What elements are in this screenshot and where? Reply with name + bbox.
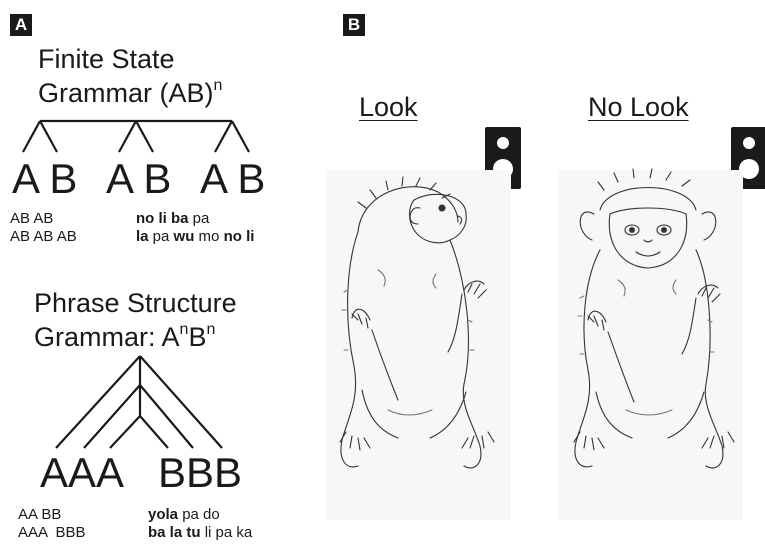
psg-pattern: AA BB (18, 506, 62, 523)
panel-b-label: B (343, 14, 365, 36)
syllable: no (136, 210, 155, 227)
fsg-title-line1: Finite State (38, 44, 175, 74)
fsg-example: la pa wu mo no li (136, 228, 254, 246)
psg-example: ba la tu li pa ka (148, 524, 252, 542)
syllable: yo (148, 506, 166, 523)
fsg-pattern: AB AB (10, 210, 54, 227)
fsg-title-base: Grammar (AB) (38, 78, 214, 108)
syllable: li pa ka (200, 524, 253, 541)
fsg-branch (118, 120, 137, 153)
condition-nolook-label: No Look (588, 92, 689, 122)
fsg-symbol: A B (106, 155, 172, 202)
psg-title-base: Grammar: A (34, 322, 180, 352)
syllable: mo (194, 228, 224, 245)
syllable: wu (173, 228, 195, 245)
psg-title-line1: Phrase Structure (34, 288, 237, 318)
psg-example: yola pa do (148, 506, 220, 524)
syllable: la (165, 524, 187, 541)
marmoset-nolook-illustration (558, 168, 743, 520)
syllable: li (241, 228, 255, 245)
psg-branch (55, 355, 141, 449)
panel-a-label: A (10, 14, 32, 36)
syllable: li (154, 210, 171, 227)
psg-branch (109, 415, 141, 449)
fsg-symbol: A B (200, 155, 266, 202)
psg-branch (83, 384, 141, 449)
fsg-pattern: AB AB AB (10, 228, 77, 245)
fsg-branch (39, 120, 58, 153)
psg-symbols-right: BBB (158, 449, 243, 496)
psg-title-sup1: n (179, 321, 189, 338)
psg-symbols-left: AAA (40, 449, 125, 496)
syllable: ba (171, 210, 189, 227)
fsg-branch (231, 120, 250, 153)
psg-branch (139, 355, 223, 449)
psg-title-sup2: n (206, 321, 216, 338)
fsg-branch (135, 120, 154, 153)
condition-look-label: Look (359, 92, 418, 122)
fsg-branch (214, 120, 233, 153)
psg-title-line2: Grammar: AnBn (34, 321, 216, 353)
marmoset-look-illustration (326, 170, 511, 520)
syllable: pa (188, 210, 210, 227)
fsg-title-sup: n (213, 77, 223, 94)
syllable: ba (148, 524, 166, 541)
fsg-branch (22, 120, 41, 153)
syllable: no (223, 228, 242, 245)
syllable: tu (186, 524, 201, 541)
psg-branch (139, 384, 194, 449)
fsg-example: no li ba pa (136, 210, 209, 228)
syllable: pa do (178, 506, 220, 523)
psg-pattern: AAA BBB (18, 524, 86, 541)
syllable: pa (148, 228, 174, 245)
psg-branch (139, 415, 169, 449)
fsg-symbol: A B (12, 155, 78, 202)
psg-title-mid: B (188, 322, 207, 352)
syllable: la (165, 506, 179, 523)
fsg-title-line2: Grammar (AB)n (38, 77, 223, 109)
syllable: la (136, 228, 149, 245)
